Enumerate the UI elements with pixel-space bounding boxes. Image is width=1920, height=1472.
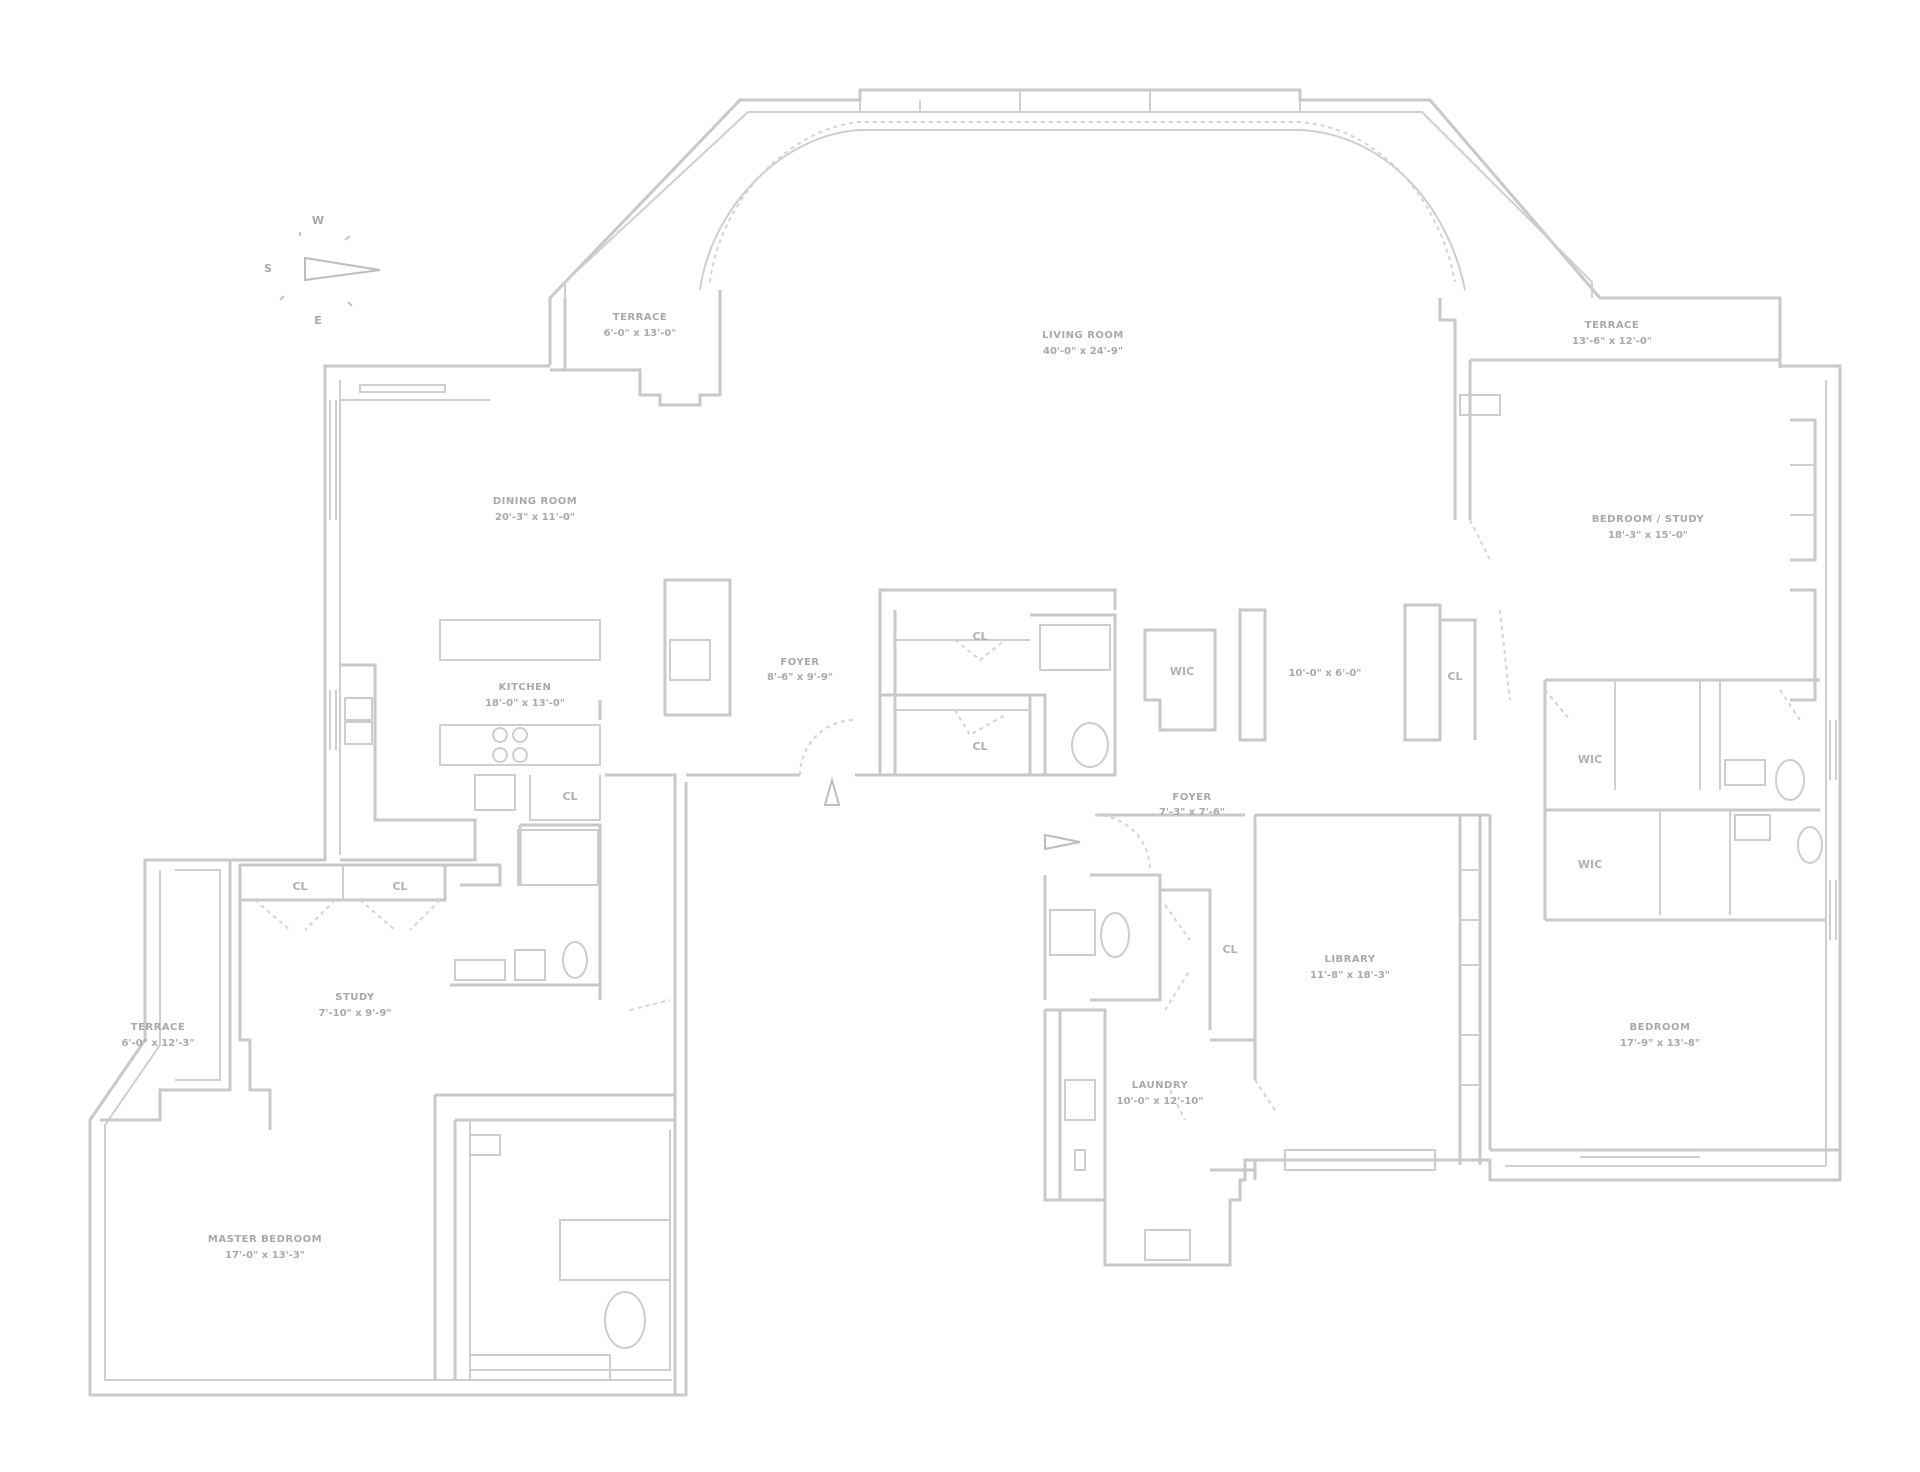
room-dimensions: 7'-10" x 9'-9" [318, 1008, 391, 1019]
room-dimensions: 18'-3" x 15'-0" [1608, 530, 1688, 541]
room-name: DINING ROOM [493, 496, 577, 507]
room-dimensions: 6'-0" x 13'-0" [603, 328, 676, 339]
room-dimensions: 13'-6" x 12'-0" [1572, 336, 1652, 347]
room-name: LAUNDRY [1132, 1080, 1189, 1091]
room-laundry: LAUNDRY 10'-0" x 12'-10" [1117, 1080, 1204, 1107]
room-dimensions: 6'-0" x 12'-3" [121, 1038, 194, 1049]
entry-arrow-icon [823, 776, 841, 806]
living-room-bay-wall [548, 88, 1782, 368]
room-dimensions: 17'-9" x 13'-8" [1620, 1038, 1700, 1049]
door-swings [254, 519, 1801, 1121]
room-kitchen: KITCHEN 18'-0" x 13'-0" [485, 682, 565, 709]
room-name: FOYER [780, 657, 819, 668]
closet-label: CL [392, 880, 407, 893]
compass-north-letter: W [312, 214, 324, 227]
entry-arrow-icon [1044, 833, 1081, 851]
room-name: TERRACE [1585, 320, 1639, 331]
compass-west-letter: S [264, 262, 272, 275]
closet-label: CL [972, 630, 987, 643]
room-living-room: LIVING ROOM 40'-0" x 24'-9" [1042, 330, 1124, 357]
room-dimensions: 7'-3" x 7'-6" [1159, 807, 1225, 818]
room-dining-room: DINING ROOM 20'-3" x 11'-0" [493, 496, 577, 523]
room-name: TERRACE [613, 312, 667, 323]
room-dimensions: 18'-0" x 13'-0" [485, 698, 565, 709]
room-terrace-south: TERRACE 6'-0" x 12'-3" [121, 1022, 194, 1049]
closet-label: CL [972, 740, 987, 753]
room-dimensions: 11'-8" x 18'-3" [1310, 970, 1390, 981]
room-name: FOYER [1172, 792, 1211, 803]
exterior-walls [88, 88, 1842, 1397]
room-dimensions: 40'-0" x 24'-9" [1043, 346, 1123, 357]
wic-label: WIC [1578, 858, 1602, 871]
room-dimensions: 10'-0" x 6'-0" [1288, 668, 1361, 679]
room-foyer-main: FOYER 8'-6" x 9'-9" [767, 657, 833, 683]
room-name: BEDROOM / STUDY [1592, 514, 1705, 525]
compass-south-letter: E [314, 314, 322, 327]
room-dimensions: 10'-0" x 12'-10" [1117, 1096, 1204, 1107]
room-bedroom-study: BEDROOM / STUDY 18'-3" x 15'-0" [1592, 514, 1705, 541]
room-name: LIBRARY [1324, 954, 1375, 965]
interior-walls [238, 360, 1840, 1395]
closet-label: CL [1222, 943, 1237, 956]
room-dimensions: 20'-3" x 11'-0" [495, 512, 575, 523]
room-foyer-gallery: 10'-0" x 6'-0" [1288, 668, 1361, 679]
east-exterior-wall [1043, 364, 1842, 1267]
room-name: MASTER BEDROOM [208, 1234, 322, 1245]
room-name: BEDROOM [1630, 1022, 1691, 1033]
closet-labels: CL CL CL CL CL CL CL WIC WIC WIC [292, 630, 1602, 956]
room-terrace-east: TERRACE 13'-6" x 12'-0" [1572, 320, 1652, 347]
closet-label: CL [562, 790, 577, 803]
room-terrace-west: TERRACE 6'-0" x 13'-0" [603, 312, 676, 339]
compass-icon: W S E [264, 214, 381, 327]
room-bedroom: BEDROOM 17'-9" x 13'-8" [1620, 1022, 1700, 1049]
room-name: KITCHEN [499, 682, 552, 693]
room-labels: LIVING ROOM 40'-0" x 24'-9" TERRACE 6'-0… [121, 312, 1704, 1261]
room-name: TERRACE [131, 1022, 185, 1033]
room-study: STUDY 7'-10" x 9'-9" [318, 992, 391, 1019]
closet-label: CL [1447, 670, 1462, 683]
room-master-bedroom: MASTER BEDROOM 17'-0" x 13'-3" [208, 1234, 322, 1261]
room-dimensions: 17'-0" x 13'-3" [225, 1250, 305, 1261]
room-foyer-small: FOYER 7'-3" x 7'-6" [1159, 792, 1225, 818]
wic-label: WIC [1578, 753, 1602, 766]
room-library: LIBRARY 11'-8" x 18'-3" [1310, 954, 1390, 981]
room-dimensions: 8'-6" x 9'-9" [767, 672, 833, 683]
room-name: STUDY [335, 992, 375, 1003]
room-name: LIVING ROOM [1042, 330, 1124, 341]
west-exterior-wall [88, 364, 688, 1397]
wic-label: WIC [1170, 665, 1194, 678]
living-room-arch [709, 121, 1456, 283]
closet-label: CL [292, 880, 307, 893]
